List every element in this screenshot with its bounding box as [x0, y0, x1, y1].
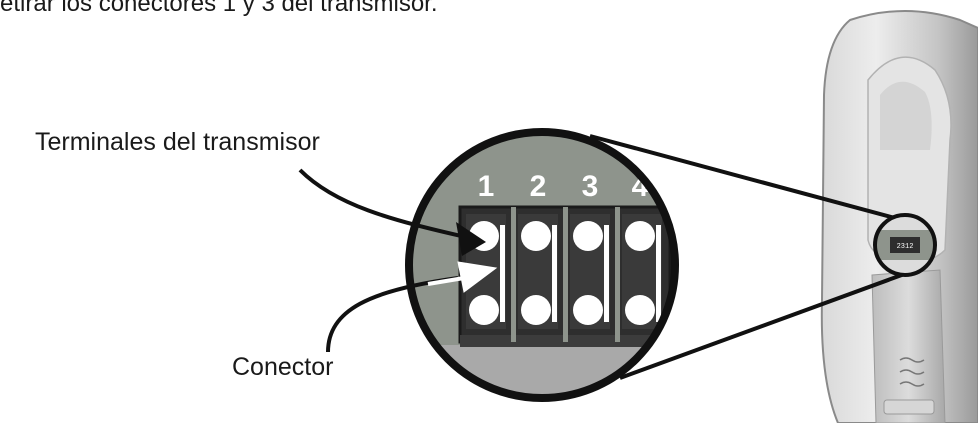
terminal-number-2: 2: [530, 170, 547, 203]
instruction-text: etirar los conectores 1 y 3 del transmis…: [0, 0, 438, 17]
callout-arrow-icon: [298, 168, 471, 240]
terminal-number-1: 1: [478, 170, 495, 203]
chip-marking: 2312: [897, 243, 914, 251]
magnifier-lens-icon: 1 2 3 4: [405, 128, 679, 402]
terminal-4: [622, 214, 662, 329]
connector-label: Conector: [232, 353, 334, 381]
terminal-3: [570, 214, 610, 329]
terminals-arrow-head: [456, 222, 486, 256]
magnifier-leader-lines: [589, 134, 911, 380]
device-terminal-highlight: 2312: [873, 213, 937, 277]
terminals-label: Terminales del transmisor: [35, 128, 320, 156]
terminal-number-3: 3: [582, 170, 599, 203]
terminal-2: [518, 214, 558, 329]
connector-arrow-tip: [427, 275, 471, 286]
